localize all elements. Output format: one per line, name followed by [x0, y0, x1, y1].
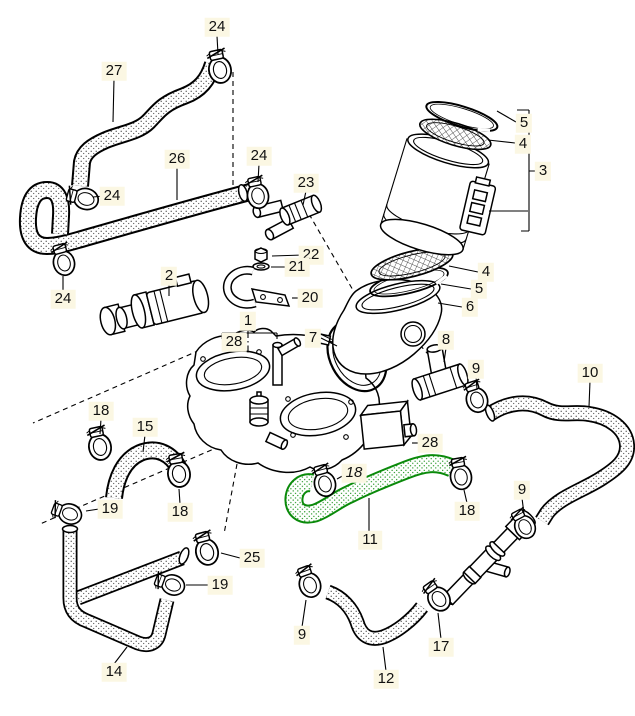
part-clamp-24-mid	[242, 173, 272, 212]
part-label-19-32[interactable]: 19	[207, 575, 233, 595]
part-clamp-18-green-right	[446, 455, 475, 492]
part-label-19-27[interactable]: 19	[97, 499, 123, 519]
part-clamp-19-a	[48, 497, 86, 529]
part-label-23-4[interactable]: 23	[293, 173, 319, 193]
part-label-17-37[interactable]: 17	[428, 637, 454, 657]
part-bracket-clamp-20	[222, 265, 291, 309]
part-label-15-24[interactable]: 15	[132, 417, 158, 437]
part-ring-5-upper	[425, 101, 499, 133]
highlighted-hose-part-11[interactable]	[284, 454, 456, 524]
part-label-25-31[interactable]: 25	[239, 548, 265, 568]
part-label-24-5[interactable]: 24	[99, 186, 125, 206]
part-label-24-6[interactable]: 24	[50, 289, 76, 309]
part-hose-12	[325, 584, 428, 646]
part-label-4-14[interactable]: 4	[477, 262, 495, 282]
afm-connector	[459, 176, 497, 236]
part-label-24-3[interactable]: 24	[246, 146, 272, 166]
hose-26-collar	[237, 183, 249, 203]
part-label-27-1[interactable]: 27	[101, 61, 127, 81]
part-label-11-33[interactable]: 11	[358, 530, 382, 550]
part-label-10-22[interactable]: 10	[577, 363, 603, 383]
part-hose-27	[71, 61, 222, 187]
part-label-9-35[interactable]: 9	[293, 625, 311, 645]
part-label-18-26[interactable]: 18	[341, 463, 367, 483]
part-elbow-duct-6	[332, 278, 443, 375]
part-clamp-18-a	[84, 423, 115, 463]
part-label-18-28[interactable]: 18	[167, 502, 193, 522]
part-label-8-20[interactable]: 8	[437, 330, 455, 350]
part-label-2-10[interactable]: 2	[160, 266, 178, 286]
part-box-28	[359, 399, 418, 450]
part-washer-21	[252, 262, 270, 271]
part-label-26-2[interactable]: 26	[164, 149, 190, 169]
part-screen-4-lower	[370, 247, 454, 281]
part-label-5-11[interactable]: 5	[515, 113, 533, 133]
part-hose-14	[61, 524, 190, 653]
part-label-9-21[interactable]: 9	[467, 359, 485, 379]
part-clamp-18-b	[163, 451, 193, 490]
part-label-3-13[interactable]: 3	[534, 161, 552, 181]
bracket-part-3	[489, 109, 535, 232]
part-label-24-0[interactable]: 24	[204, 17, 230, 37]
part-label-20-9[interactable]: 20	[297, 288, 323, 308]
part-clamp-9-b	[292, 562, 325, 602]
part-label-14-34[interactable]: 14	[101, 662, 127, 682]
part-label-6-16[interactable]: 6	[461, 297, 479, 317]
part-label-4-12[interactable]: 4	[514, 134, 532, 154]
part-nut-22	[254, 247, 268, 263]
part-label-28-18[interactable]: 28	[221, 332, 247, 352]
part-label-18-29[interactable]: 18	[454, 501, 480, 521]
part-label-21-8[interactable]: 21	[284, 257, 310, 277]
part-label-1-17[interactable]: 1	[239, 311, 257, 331]
part-hose-26	[18, 181, 253, 255]
part-label-5-15[interactable]: 5	[470, 279, 488, 299]
part-label-28-25[interactable]: 28	[417, 433, 443, 453]
distributor-canister-fitting	[249, 391, 269, 427]
part-label-18-23[interactable]: 18	[88, 401, 114, 421]
part-label-9-30[interactable]: 9	[513, 480, 531, 500]
part-label-7-19[interactable]: 7	[304, 328, 322, 348]
part-hose-10	[484, 395, 635, 526]
part-valve-2	[99, 273, 210, 336]
part-label-12-36[interactable]: 12	[373, 669, 399, 689]
part-clamp-25	[190, 528, 222, 569]
part-air-flow-meter-3	[379, 101, 499, 256]
